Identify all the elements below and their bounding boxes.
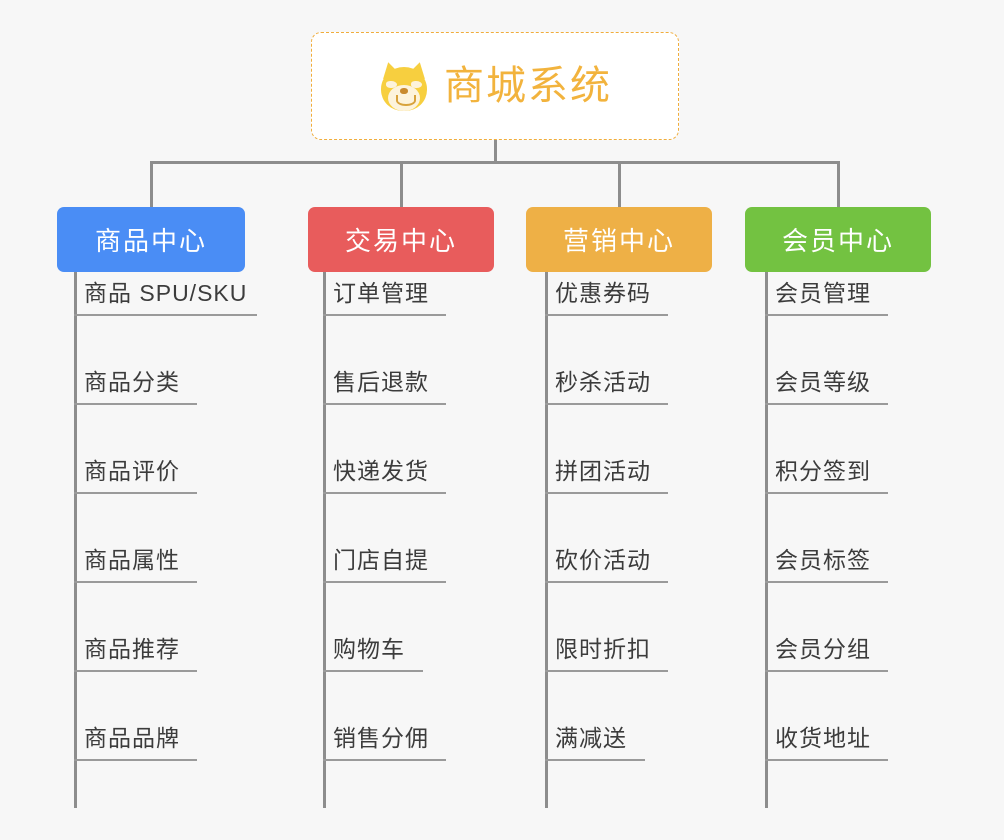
branch-header-label: 会员中心 <box>781 226 894 256</box>
branch-header-product-center[interactable]: 商品中心 <box>57 207 245 272</box>
shiba-inu-dog-face-icon <box>378 60 430 113</box>
branch-header-label: 营销中心 <box>562 226 675 256</box>
leaf-item-label: 会员等级 <box>765 368 888 405</box>
branch-drop-connector-marketing-center <box>618 161 621 207</box>
branch-drop-connector-product-center <box>150 161 153 207</box>
leaf-item[interactable]: 收货地址 <box>765 672 888 761</box>
leaf-item[interactable]: 会员分组 <box>765 583 888 672</box>
leaf-item[interactable]: 商品评价 <box>74 405 197 494</box>
root-node-shop-system[interactable]: 商城系统 <box>311 32 679 140</box>
leaf-item[interactable]: 砍价活动 <box>545 494 668 583</box>
leaf-item-label: 商品评价 <box>74 457 197 494</box>
leaf-item-label: 限时折扣 <box>545 635 668 672</box>
branch-stem-trade-center <box>323 272 326 808</box>
leaf-item[interactable]: 门店自提 <box>323 494 446 583</box>
leaf-item[interactable]: 优惠券码 <box>545 227 668 316</box>
leaf-item[interactable]: 满减送 <box>545 672 645 761</box>
leaf-item[interactable]: 商品品牌 <box>74 672 197 761</box>
leaf-item[interactable]: 销售分佣 <box>323 672 446 761</box>
leaf-item-label: 售后退款 <box>323 368 446 405</box>
leaf-item[interactable]: 商品分类 <box>74 316 197 405</box>
branch-stem-marketing-center <box>545 272 548 808</box>
branch-header-label: 交易中心 <box>344 226 457 256</box>
leaf-item[interactable]: 会员等级 <box>765 316 888 405</box>
leaf-item[interactable]: 拼团活动 <box>545 405 668 494</box>
leaf-item-label: 订单管理 <box>323 279 446 316</box>
leaf-item-label: 秒杀活动 <box>545 368 668 405</box>
branch-drop-connector-trade-center <box>400 161 403 207</box>
leaf-item-label: 商品分类 <box>74 368 197 405</box>
leaf-item[interactable]: 订单管理 <box>323 227 446 316</box>
leaf-item[interactable]: 会员管理 <box>765 227 888 316</box>
branch-header-label: 商品中心 <box>94 226 207 256</box>
leaf-item-label: 满减送 <box>545 724 645 761</box>
root-node-title: 商城系统 <box>444 64 612 108</box>
leaf-item-label: 门店自提 <box>323 546 446 583</box>
leaf-item-label: 会员分组 <box>765 635 888 672</box>
leaf-item-label: 积分签到 <box>765 457 888 494</box>
branch-drop-connector-member-center <box>837 161 840 207</box>
leaf-item-label: 购物车 <box>323 635 423 672</box>
leaf-item[interactable]: 快递发货 <box>323 405 446 494</box>
branch-stem-product-center <box>74 272 77 808</box>
leaf-item-label: 销售分佣 <box>323 724 446 761</box>
leaf-item[interactable]: 积分签到 <box>765 405 888 494</box>
leaf-item-label: 商品 SPU/SKU <box>74 279 258 316</box>
leaf-item-label: 会员标签 <box>765 546 888 583</box>
branch-header-marketing-center[interactable]: 营销中心 <box>526 207 712 272</box>
branch-header-trade-center[interactable]: 交易中心 <box>308 207 494 272</box>
leaf-item[interactable]: 商品 SPU/SKU <box>74 227 258 316</box>
leaf-item-label: 会员管理 <box>765 279 888 316</box>
leaf-item-label: 商品品牌 <box>74 724 197 761</box>
leaf-item[interactable]: 秒杀活动 <box>545 316 668 405</box>
leaf-item-label: 商品属性 <box>74 546 197 583</box>
leaf-item-label: 拼团活动 <box>545 457 668 494</box>
root-drop-connector <box>494 140 497 164</box>
leaf-item-label: 商品推荐 <box>74 635 197 672</box>
horizontal-bus-connector <box>151 161 838 164</box>
leaf-item[interactable]: 商品属性 <box>74 494 197 583</box>
branch-header-member-center[interactable]: 会员中心 <box>745 207 931 272</box>
leaf-item-label: 快递发货 <box>323 457 446 494</box>
leaf-item[interactable]: 售后退款 <box>323 316 446 405</box>
leaf-item[interactable]: 会员标签 <box>765 494 888 583</box>
leaf-item[interactable]: 商品推荐 <box>74 583 197 672</box>
leaf-item[interactable]: 限时折扣 <box>545 583 668 672</box>
branch-stem-member-center <box>765 272 768 808</box>
leaf-item-label: 砍价活动 <box>545 546 668 583</box>
leaf-item[interactable]: 购物车 <box>323 583 423 672</box>
leaf-item-label: 收货地址 <box>765 724 888 761</box>
leaf-item-label: 优惠券码 <box>545 279 668 316</box>
